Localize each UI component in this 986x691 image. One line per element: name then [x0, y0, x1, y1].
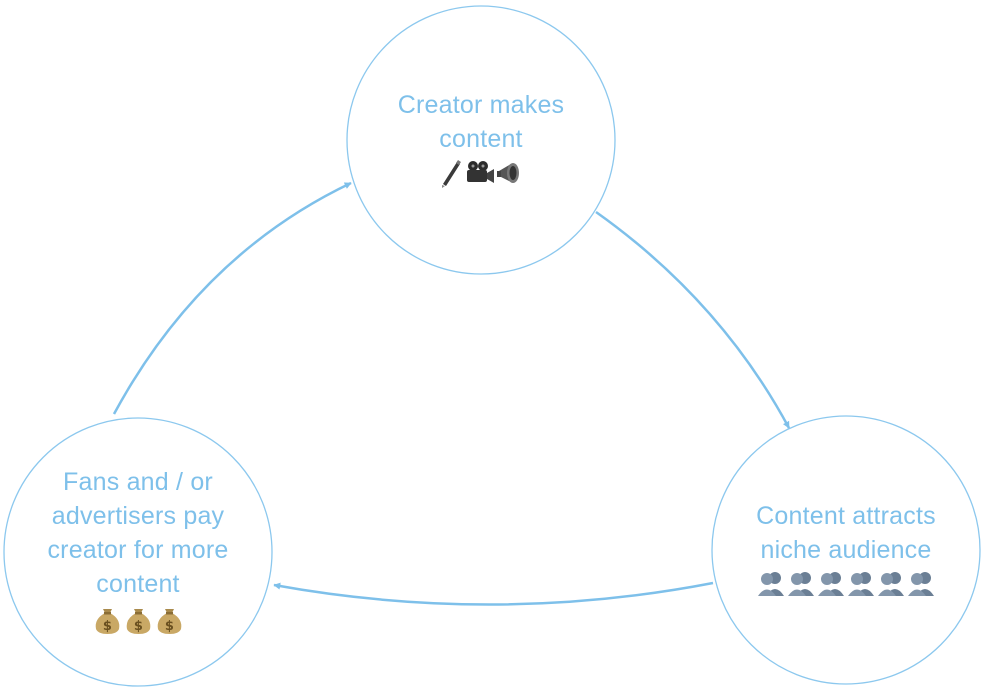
megaphone-icon — [497, 163, 519, 183]
people-icon — [908, 572, 934, 596]
edge-audience-to-payment — [273, 581, 714, 606]
node-audience: Content attracts niche audience — [736, 499, 956, 597]
node-audience-line-2: niche audience — [760, 536, 932, 564]
money-bag-icon: $ — [157, 609, 181, 634]
pen-icon — [442, 160, 461, 188]
node-payment-line-4: content — [96, 570, 180, 598]
node-payment-line-2: advertisers pay — [51, 502, 225, 530]
node-creator-line-1: Creator makes — [397, 91, 565, 119]
money-bag-icon: $ — [95, 609, 119, 634]
node-payment-line-3: creator for more — [47, 536, 229, 564]
people-icon — [878, 572, 904, 596]
node-creator: Creator makes content — [381, 88, 581, 188]
svg-text:$: $ — [164, 619, 173, 634]
money-bag-icon: $ — [126, 609, 150, 634]
svg-text:$: $ — [133, 619, 142, 634]
node-audience-line-1: Content attracts — [756, 502, 936, 530]
node-audience-icons — [756, 569, 936, 597]
people-icon — [818, 572, 844, 596]
node-creator-icons — [437, 158, 525, 188]
edge-creator-to-audience — [595, 210, 791, 429]
node-circle-audience — [711, 415, 981, 685]
node-circle-payment — [3, 417, 273, 687]
edge-payment-to-creator — [112, 181, 352, 415]
people-icon — [788, 572, 814, 596]
svg-text:$: $ — [102, 619, 111, 634]
node-circle-creator — [346, 5, 616, 275]
node-payment-icons: $ $ $ — [92, 603, 185, 635]
node-payment-line-1: Fans and / or — [63, 468, 213, 496]
people-icon — [758, 572, 784, 596]
video-camera-icon — [467, 161, 494, 183]
node-payment: Fans and / or advertisers pay creator fo… — [28, 465, 248, 635]
people-icon — [848, 572, 874, 596]
node-creator-line-2: content — [439, 125, 523, 153]
